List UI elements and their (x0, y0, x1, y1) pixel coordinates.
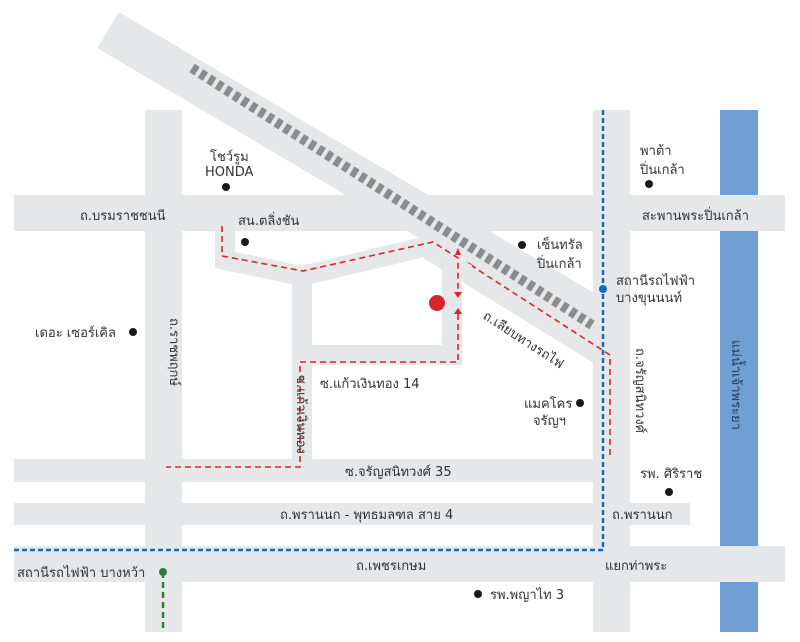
label-phyathai3: รพ.พญาไท 3 (490, 587, 564, 603)
label-taling-chan-police: สน.ตลิ่งชัน (238, 212, 300, 229)
label-charansanitwong: ถ.จรัญสนิทวงศ์ (632, 348, 648, 434)
label-central-line1: เซ็นทรัล (537, 235, 583, 253)
arrow-up-left-icon (466, 262, 477, 268)
siriraj-dot (665, 488, 673, 496)
pata-dot (645, 180, 653, 188)
label-bang-khun-non-line1: สถานีรถไฟฟ้า (616, 273, 695, 289)
destination-marker (429, 295, 445, 311)
arrow-up-icon (455, 248, 461, 255)
arrow-up-icon (454, 308, 462, 314)
bts-blue-line (14, 110, 605, 552)
road-soi-charan-35 (14, 459, 595, 482)
route-arrows (454, 248, 477, 314)
label-phrannok: ถ.พรานนก (612, 508, 673, 523)
label-phrannok-phutthamonthon: ถ.พรานนก - พุทธมลฑล สาย 4 (280, 508, 453, 523)
label-tha-phra-junction: แยกท่าพระ (605, 559, 667, 574)
road-connector (442, 250, 462, 365)
road-phrannok (14, 503, 690, 525)
label-the-circle: เดอะ เซอร์เคิล (35, 325, 116, 341)
label-soi-kaeo-ngoen-thong: ซ.แก้วเงินทอง (293, 375, 308, 454)
bang-khun-non-station-marker (599, 285, 607, 293)
bang-wa-station-marker (159, 568, 167, 576)
route-path (166, 226, 611, 468)
label-ratchaphruek: ถ.ราชพฤกษ์ (166, 318, 182, 386)
label-soi-charan-35: ซ.จรัญสนิทวงศ์ 35 (345, 464, 452, 480)
label-bang-wa-station: สถานีรถไฟฟ้า บางหว้า (17, 565, 145, 581)
label-siriraj: รพ. ศิริราช (640, 467, 702, 482)
label-pata-line1: พาต้า (640, 144, 672, 159)
label-pata-line2: ปิ่นเกล้า (639, 161, 685, 178)
road-phetkasem (14, 546, 785, 582)
label-honda-line2: HONDA (205, 165, 254, 180)
honda-dot (222, 183, 230, 191)
label-honda-line1: โชว์รูม (210, 149, 249, 165)
central-dot (518, 241, 526, 249)
label-phra-pinklao-bridge: สะพานพระปิ่นเกล้า (642, 207, 749, 224)
label-soi-kaeo-ngoen-thong-14: ซ.แก้วเงินทอง 14 (320, 377, 420, 392)
road-soi-kaeo-ngoen-thong (292, 276, 312, 462)
label-makro-line2: จรัญฯ (533, 414, 566, 429)
arrow-down-icon (454, 292, 462, 298)
label-borommaratchachonnani: ถ.บรมราชชนนี (80, 208, 166, 224)
label-central-line2: ปิ่นเกล้า (536, 255, 582, 272)
road-police-loop (215, 228, 435, 287)
police-dot (241, 238, 249, 246)
makro-dot (576, 399, 584, 407)
label-bang-khun-non-line2: บางขุนนนท์ (616, 290, 682, 306)
label-phetkasem: ถ.เพชรเกษม (356, 559, 426, 574)
road-soi-kaeo-ngoen-thong-14 (300, 345, 462, 365)
label-river: แม่น้ำเจ้าพระยา (728, 340, 746, 430)
landmark-dots (129, 180, 673, 598)
label-makro-line1: แมคโคร (524, 396, 572, 412)
the-circle-dot (129, 328, 137, 336)
phyathai3-dot (474, 590, 482, 598)
roads (14, 11, 785, 632)
